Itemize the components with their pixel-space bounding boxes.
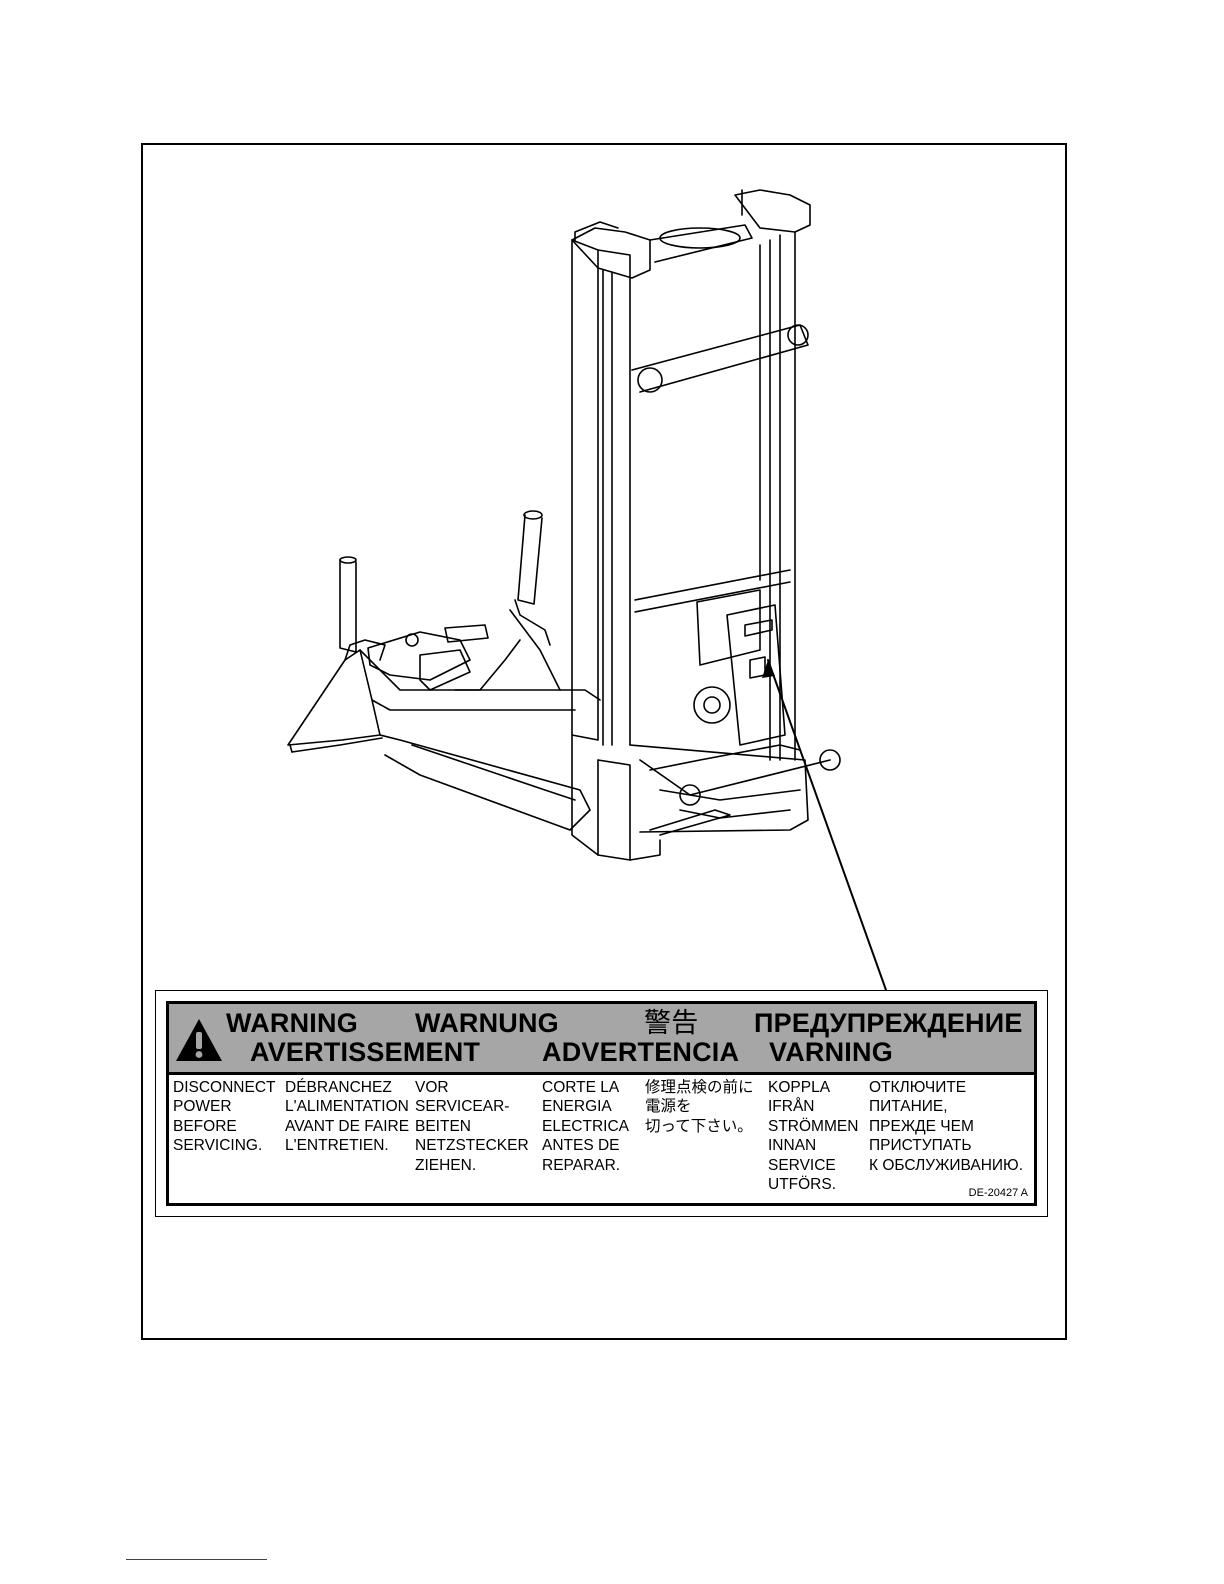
warning-triangle-icon: [176, 1019, 222, 1061]
page-frame: [141, 143, 1067, 1340]
header-warning-es: ADVERTENCIA: [542, 1037, 740, 1067]
header-warning-en: WARNING: [226, 1008, 358, 1038]
header-warning-ja: 警告: [644, 1008, 699, 1038]
warning-label: WARNING WARNUNG 警告 ПРЕДУПРЕЖДЕНИЕ AVERTI…: [155, 990, 1048, 1217]
label-column-fr: DÉBRANCHEZ L'ALIMENTATION AVANT DE FAIRE…: [285, 1079, 410, 1155]
lower-carriage: [571, 734, 841, 861]
header-warning-de: WARNUNG: [415, 1008, 559, 1038]
warning-header-band: WARNING WARNUNG 警告 ПРЕДУПРЕЖДЕНИЕ AVERTI…: [169, 1004, 1034, 1075]
callout-line: [767, 659, 887, 990]
label-column-en: DISCONNECT POWER BEFORE SERVICING.: [173, 1079, 276, 1155]
base-frame: [287, 599, 601, 831]
label-column-de: VOR SERVICEAR- BEITEN NETZSTECKER ZIEHEN…: [415, 1079, 529, 1174]
header-warning-sv: VARNING: [769, 1037, 893, 1067]
label-column-sv: KOPPLA IFRÅN STRÖMMEN INNAN SERVICE UTFÖ…: [768, 1079, 859, 1193]
header-warning-fr: AVERTISSEMENT: [250, 1037, 481, 1067]
label-column-ja: 修理点検の前に 電源を 切って下さい。: [645, 1079, 754, 1135]
upright-handles: [339, 510, 543, 653]
header-warning-ru: ПРЕДУПРЕЖДЕНИЕ: [754, 1008, 1023, 1038]
warning-label-inner: WARNING WARNUNG 警告 ПРЕДУПРЕЖДЕНИЕ AVERTI…: [166, 1001, 1037, 1206]
label-code: DE-20427 A: [968, 1187, 1028, 1199]
label-column-ru: ОТКЛЮЧИТЕ ПИТАНИЕ, ПРЕЖДЕ ЧЕМ ПРИСТУПАТЬ…: [869, 1079, 1024, 1174]
machine-illustration: [287, 189, 887, 990]
footer-rule: [126, 1559, 267, 1560]
label-column-es: CORTE LA ENERGIA ELECTRICA ANTES DE REPA…: [542, 1079, 629, 1174]
